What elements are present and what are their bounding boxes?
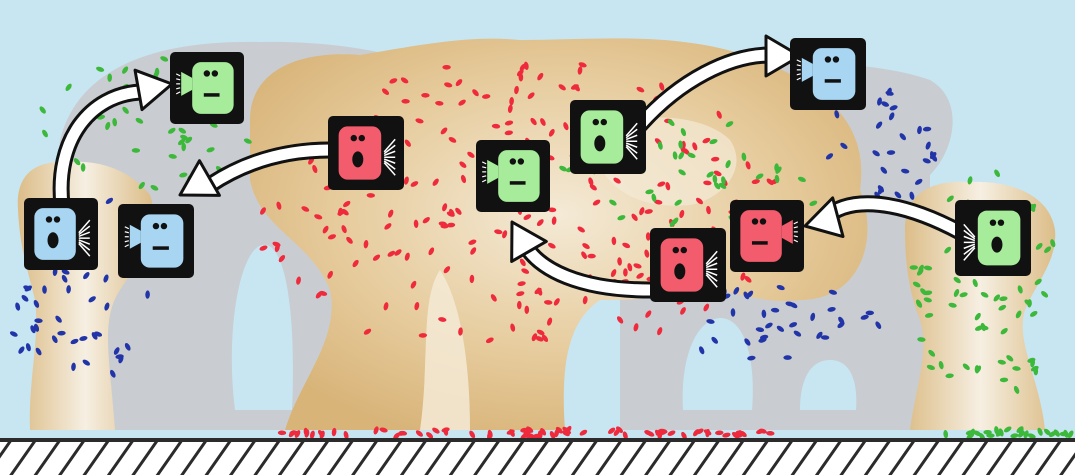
green-bacterium <box>910 265 918 270</box>
signaling-cell-icon <box>955 200 1031 276</box>
signaling-cell-icon <box>650 228 726 302</box>
receiving-cell-icon <box>730 200 804 272</box>
red-bacterium <box>587 254 595 259</box>
blue-bacterium <box>783 355 791 360</box>
signaling-cell-icon <box>570 100 646 174</box>
receiving-cell-icon <box>790 38 866 110</box>
substrate-top-line <box>0 438 1075 442</box>
substrate-hatched-surface <box>0 442 1075 475</box>
signaling-cell-icon <box>328 116 404 190</box>
receiving-cell-icon <box>476 140 550 212</box>
signaling-cell-icon <box>24 198 98 270</box>
blue-bacterium <box>866 311 874 316</box>
red-bacterium <box>442 65 450 70</box>
red-bacterium <box>623 268 628 276</box>
receiving-cell-icon <box>118 204 194 278</box>
receiving-cell-icon <box>170 52 244 124</box>
green-bacterium <box>81 163 86 171</box>
